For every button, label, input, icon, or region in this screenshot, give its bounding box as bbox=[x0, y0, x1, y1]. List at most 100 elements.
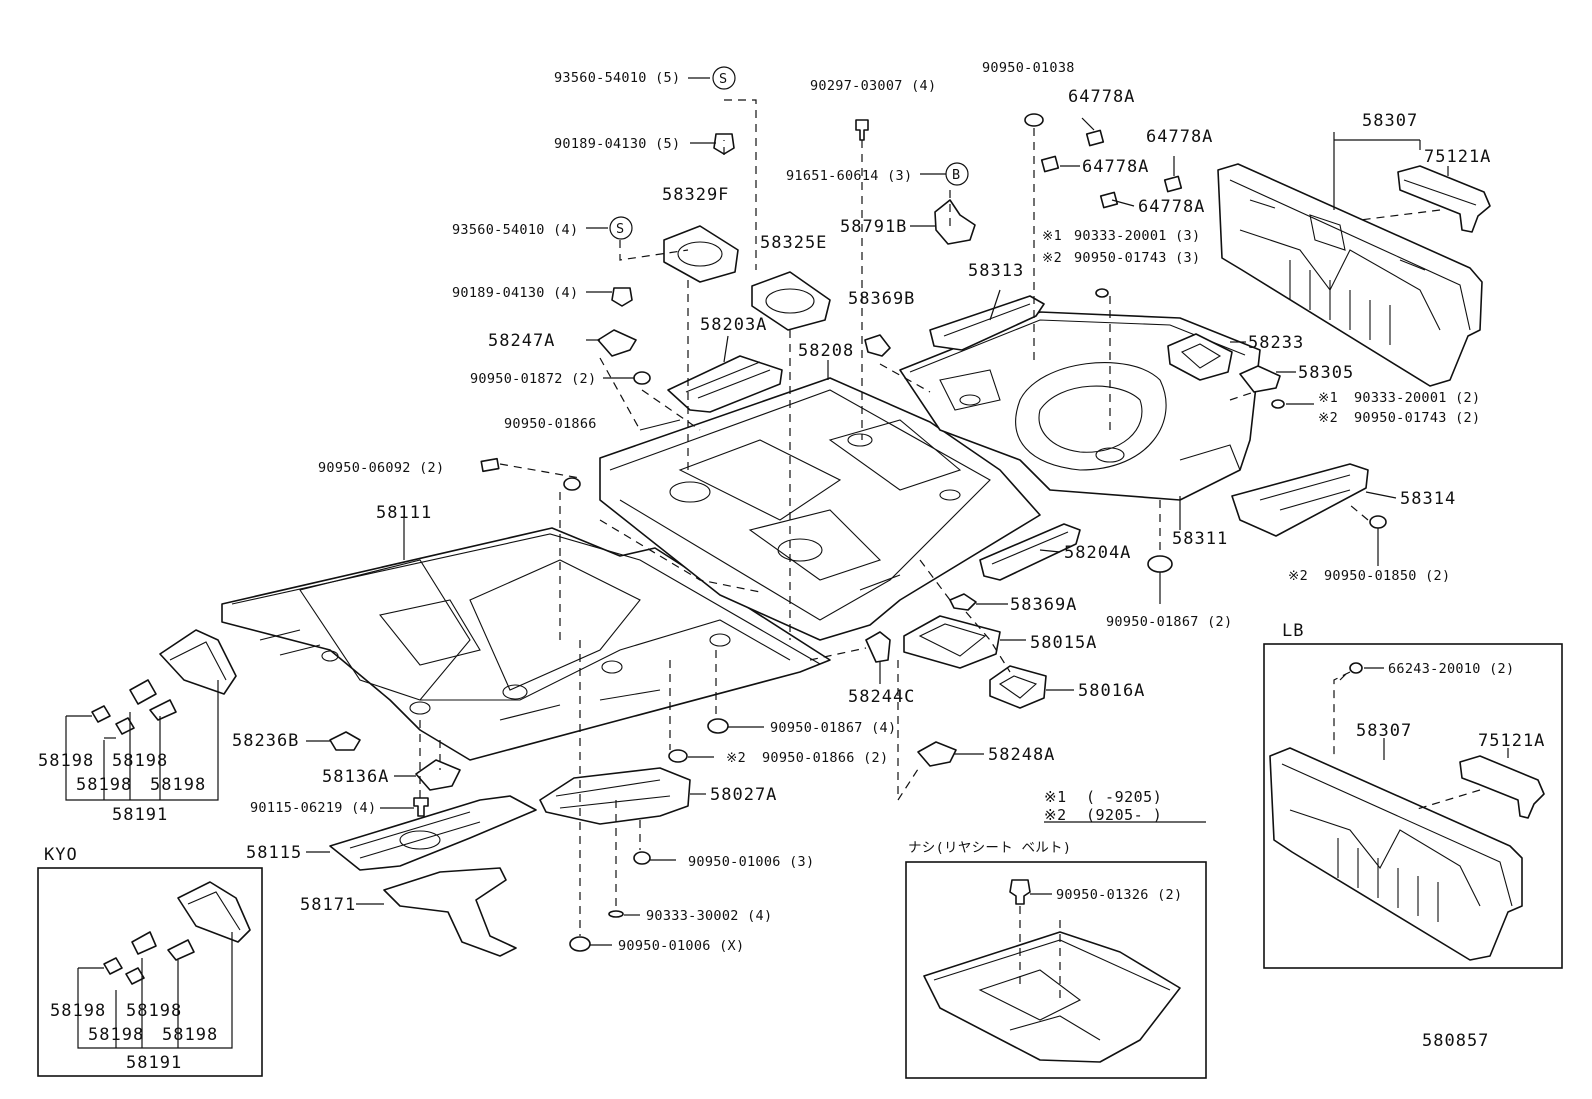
nut-90950-01006-3 bbox=[633, 851, 651, 865]
label-58198-b: 58198 bbox=[112, 751, 168, 771]
grommet-90950-01866-2 bbox=[668, 749, 688, 763]
footnote-1-text: ( -9205) bbox=[1086, 788, 1162, 806]
nashi-label-90950-01326-2: 90950-01326 (2) bbox=[1056, 887, 1182, 903]
label-64778A-2: 64778A bbox=[1082, 157, 1149, 177]
label-58311: 58311 bbox=[1172, 529, 1228, 549]
plug-90950-01872 bbox=[633, 371, 651, 385]
plate-58136A bbox=[415, 759, 461, 791]
bracket-75121A-top bbox=[1397, 165, 1491, 233]
grommet-90950-01867-2 bbox=[1147, 555, 1173, 573]
bolt-90115-06219 bbox=[413, 797, 429, 817]
label-90950-01743-3: 90950-01743 (3) bbox=[1074, 250, 1200, 266]
label-90189-04130-4: 90189-04130 (4) bbox=[452, 285, 578, 301]
label-58244C: 58244C bbox=[848, 687, 915, 707]
kyo-label-58198-c: 58198 bbox=[88, 1025, 144, 1045]
label-58191: 58191 bbox=[112, 805, 168, 825]
footnote-note2: ※2 bbox=[1044, 806, 1067, 824]
label-58329F: 58329F bbox=[662, 185, 729, 205]
pad-64778A-2 bbox=[1040, 155, 1060, 173]
label-58248A: 58248A bbox=[988, 745, 1055, 765]
label-58027A: 58027A bbox=[710, 785, 777, 805]
label-64778A-4: 64778A bbox=[1138, 197, 1205, 217]
label-64778A-1: 64778A bbox=[1068, 87, 1135, 107]
label-58203A: 58203A bbox=[700, 315, 767, 335]
svg-text:S: S bbox=[616, 221, 624, 237]
bracket-58791B bbox=[934, 199, 976, 245]
svg-text:B: B bbox=[952, 167, 960, 183]
circle-symbol-b: B bbox=[945, 162, 969, 186]
circle-symbol-s-1: S bbox=[712, 66, 736, 90]
label-58136A: 58136A bbox=[322, 767, 389, 787]
label-58236B: 58236B bbox=[232, 731, 299, 751]
label-90950-01038: 90950-01038 bbox=[982, 60, 1075, 76]
label-58247A: 58247A bbox=[488, 331, 555, 351]
label-90297-03007-4: 90297-03007 (4) bbox=[810, 78, 936, 94]
label-58015A: 58015A bbox=[1030, 633, 1097, 653]
label-58791B: 58791B bbox=[840, 217, 907, 237]
label-90115-06219-4: 90115-06219 (4) bbox=[250, 800, 376, 816]
label-90189-04130-5: 90189-04130 (5) bbox=[554, 136, 680, 152]
label-58314: 58314 bbox=[1400, 489, 1456, 509]
label-58115: 58115 bbox=[246, 843, 302, 863]
member-58314 bbox=[1231, 463, 1369, 537]
kyo-label-58198-d: 58198 bbox=[162, 1025, 218, 1045]
bracket-58203A bbox=[667, 355, 783, 413]
label-58313: 58313 bbox=[968, 261, 1024, 281]
label-58325E: 58325E bbox=[760, 233, 827, 253]
nut-90189-04130-4 bbox=[611, 287, 633, 307]
clip-58369B bbox=[864, 334, 891, 357]
footnote-note1: ※1 bbox=[1044, 788, 1067, 806]
label-58111: 58111 bbox=[376, 503, 432, 523]
plate-58329F bbox=[663, 225, 739, 283]
label-75121A-top: 75121A bbox=[1424, 147, 1491, 167]
label-90950-01872-2: 90950-01872 (2) bbox=[470, 371, 596, 387]
lb-label-75121A: 75121A bbox=[1478, 731, 1545, 751]
label-90950-01867-2: 90950-01867 (2) bbox=[1106, 614, 1232, 630]
label-93560-54010-5: 93560-54010 (5) bbox=[554, 70, 680, 86]
rear-panel-58307 bbox=[1217, 163, 1483, 387]
label-90950-01866-2: 90950-01866 (2) bbox=[762, 750, 888, 766]
label-90950-01867-4: 90950-01867 (4) bbox=[770, 720, 896, 736]
label-90950-01866: 90950-01866 bbox=[504, 416, 597, 432]
bracket-58244C bbox=[865, 631, 891, 663]
label-90950-06092-2: 90950-06092 (2) bbox=[318, 460, 444, 476]
clip-58236B bbox=[329, 731, 361, 751]
label-91651-60614-3: 91651-60614 (3) bbox=[786, 168, 912, 184]
plug-90950-01866 bbox=[563, 477, 581, 491]
circle-symbol-s-2: S bbox=[609, 216, 633, 240]
plug-90950-01038 bbox=[1024, 113, 1044, 127]
nashi-inset: ナシ(リヤシート ベルト) 90950-01326 (2) bbox=[905, 840, 1207, 1079]
member-58027A bbox=[539, 767, 691, 825]
kyo-label-58198-a: 58198 bbox=[50, 1001, 106, 1021]
label-90333-20001-3: 90333-20001 (3) bbox=[1074, 228, 1200, 244]
note2-b: ※2 bbox=[1318, 410, 1338, 426]
note2-d: ※2 bbox=[726, 750, 746, 766]
clip-58247A bbox=[597, 329, 637, 357]
label-58233: 58233 bbox=[1248, 333, 1304, 353]
nashi-title: ナシ(リヤシート ベルト) bbox=[908, 840, 1071, 856]
nut-90950-01006-X bbox=[569, 936, 591, 952]
member-58204A bbox=[979, 523, 1081, 581]
diagram-code: 580857 bbox=[1422, 1031, 1489, 1051]
footnote-2-text: (9205- ) bbox=[1086, 806, 1162, 824]
label-58208: 58208 bbox=[798, 341, 854, 361]
kyo-label-58198-b: 58198 bbox=[126, 1001, 182, 1021]
label-58198-a: 58198 bbox=[38, 751, 94, 771]
label-58198-d: 58198 bbox=[150, 775, 206, 795]
lb-label-58307: 58307 bbox=[1356, 721, 1412, 741]
plug-90950-01743-3 bbox=[1095, 288, 1109, 298]
brace-58171 bbox=[383, 867, 517, 957]
seal-58015A bbox=[903, 615, 1001, 669]
seal-58016A bbox=[989, 665, 1047, 709]
note2-a: ※2 bbox=[1042, 250, 1062, 266]
clip-58305 bbox=[1239, 365, 1281, 393]
plate-58233 bbox=[1167, 333, 1233, 381]
label-58171: 58171 bbox=[300, 895, 356, 915]
label-58369B: 58369B bbox=[848, 289, 915, 309]
mount-58191 bbox=[91, 629, 237, 735]
floor-pan-center-58208 bbox=[599, 377, 1041, 641]
floor-pan-front-58111 bbox=[221, 527, 831, 761]
pad-90950-06092 bbox=[480, 457, 500, 473]
clip-58369A bbox=[949, 593, 977, 611]
